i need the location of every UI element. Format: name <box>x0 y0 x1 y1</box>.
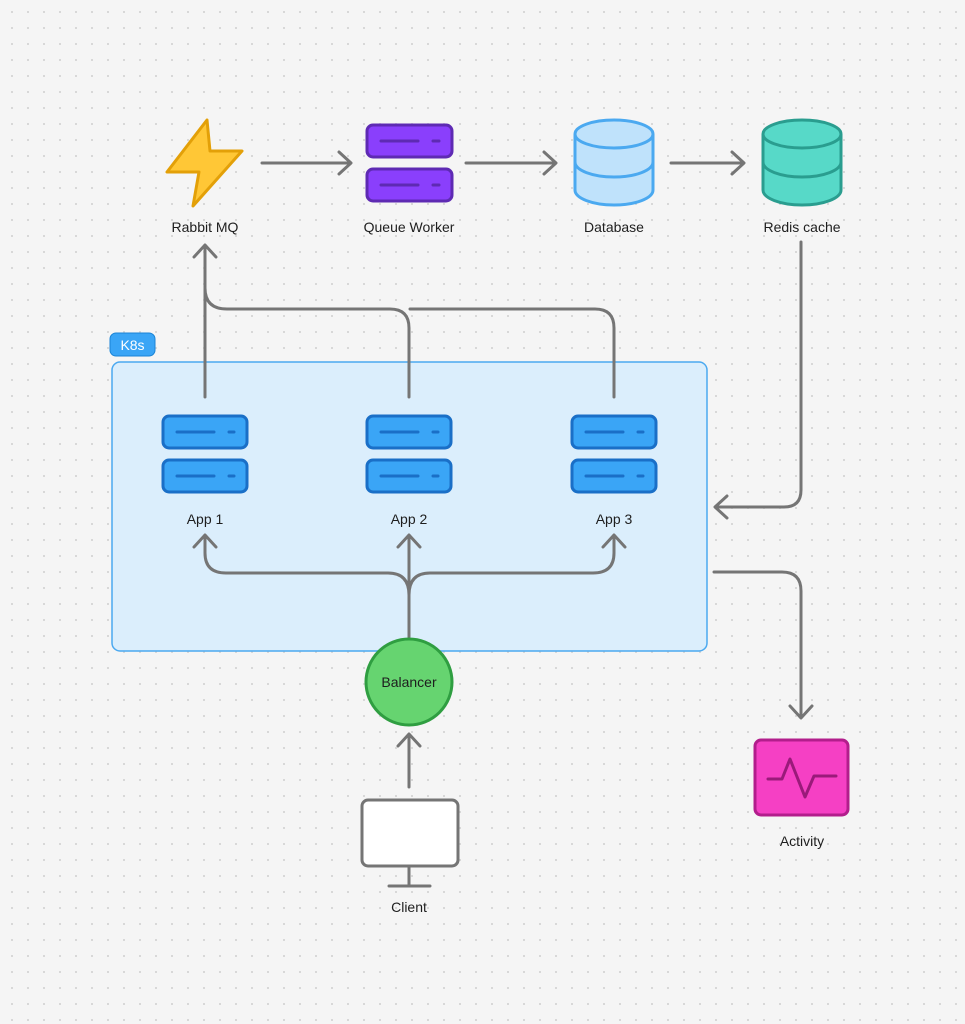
rabbit-mq-label: Rabbit MQ <box>172 219 239 235</box>
server-icon <box>365 414 453 494</box>
app-1-label: App 1 <box>187 511 224 527</box>
k8s-group-label: K8s <box>120 337 144 353</box>
node-queue-worker[interactable]: Queue Worker <box>364 123 455 235</box>
edge-queue-database-arrowhead <box>542 150 558 176</box>
edge-balancer-app3[interactable] <box>407 535 616 597</box>
edge-database-redis-arrowhead <box>730 150 746 176</box>
edge-app3-rabbit[interactable] <box>408 307 616 399</box>
activity-icon <box>753 738 850 817</box>
edge-balancer-app3-arrowhead <box>601 533 627 549</box>
redis-cache-label: Redis cache <box>763 219 840 235</box>
balancer-circle <box>364 637 454 727</box>
lightning-icon <box>165 118 244 208</box>
k8s-group-tag <box>109 332 156 357</box>
edge-app2-rabbit[interactable] <box>203 286 411 399</box>
server-icon <box>161 414 249 494</box>
node-app-1[interactable]: App 1 <box>161 414 249 527</box>
edge-client-balancer-arrowhead <box>396 732 422 748</box>
queue-worker-label: Queue Worker <box>364 219 455 235</box>
edges <box>192 150 814 789</box>
node-rabbit-mq[interactable]: Rabbit MQ <box>165 118 244 235</box>
client-label: Client <box>391 899 427 915</box>
edge-redis-k8s-arrowhead <box>713 494 729 520</box>
server-icon <box>570 414 658 494</box>
monitor-icon <box>360 798 460 888</box>
database-label: Database <box>584 219 644 235</box>
node-app-2[interactable]: App 2 <box>365 414 453 527</box>
edge-balancer-app1[interactable] <box>203 535 411 597</box>
balancer-label: Balancer <box>381 674 437 690</box>
app-3-label: App 3 <box>596 511 633 527</box>
edge-apps-rabbit-arrowhead <box>192 243 218 259</box>
node-redis-cache[interactable]: Redis cache <box>761 118 843 235</box>
activity-label: Activity <box>780 833 824 849</box>
node-activity[interactable]: Activity <box>753 738 850 849</box>
app-2-label: App 2 <box>391 511 428 527</box>
node-client[interactable]: Client <box>360 798 460 915</box>
node-balancer[interactable]: Balancer <box>364 637 454 727</box>
edge-k8s-activity-arrowhead <box>788 704 814 720</box>
server-icon <box>365 123 454 203</box>
edge-balancer-app2-arrowhead <box>396 533 422 549</box>
edge-balancer-app1-arrowhead <box>192 533 218 549</box>
database-icon <box>761 118 843 207</box>
edge-k8s-activity[interactable] <box>712 570 803 718</box>
edge-rabbit-queue-arrowhead <box>337 150 353 176</box>
node-database[interactable]: Database <box>573 118 655 235</box>
edge-redis-k8s[interactable] <box>714 240 803 509</box>
node-app-3[interactable]: App 3 <box>570 414 658 527</box>
database-icon <box>573 118 655 207</box>
